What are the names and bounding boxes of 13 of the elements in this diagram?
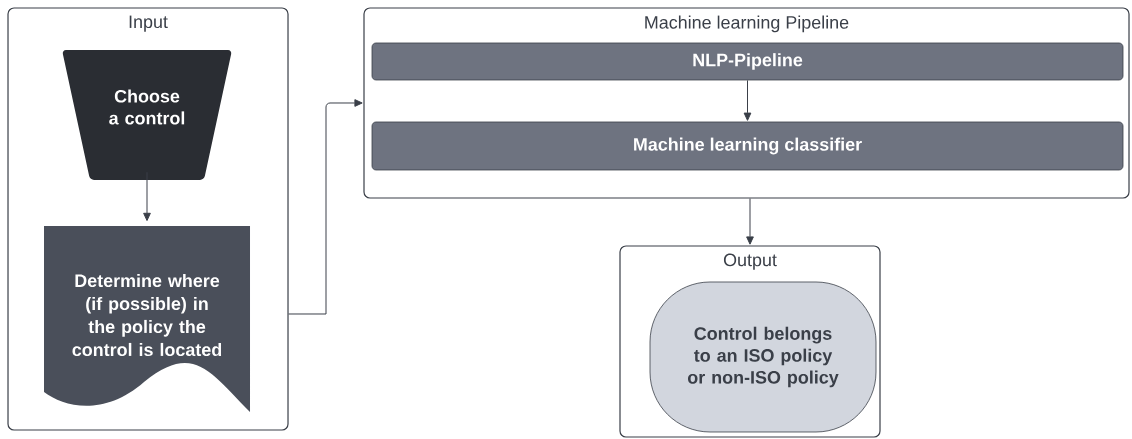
terminal-oval: Control belongs to an ISO policy or non-ISO policy — [649, 281, 877, 433]
process-bar: NLP-Pipeline — [371, 42, 1124, 81]
process-bar: Machine learning classifier — [371, 121, 1124, 171]
output-panel — [619, 245, 881, 438]
panel-title: Output — [723, 253, 777, 270]
pipeline-panel — [363, 7, 1130, 199]
arrow — [743, 79, 752, 121]
panel-title: Input — [129, 15, 168, 32]
panel-title: Machine learning Pipeline — [645, 15, 849, 33]
arrow — [288, 99, 363, 315]
arrow — [746, 198, 754, 245]
input-panel — [7, 7, 289, 431]
arrow — [143, 171, 151, 222]
